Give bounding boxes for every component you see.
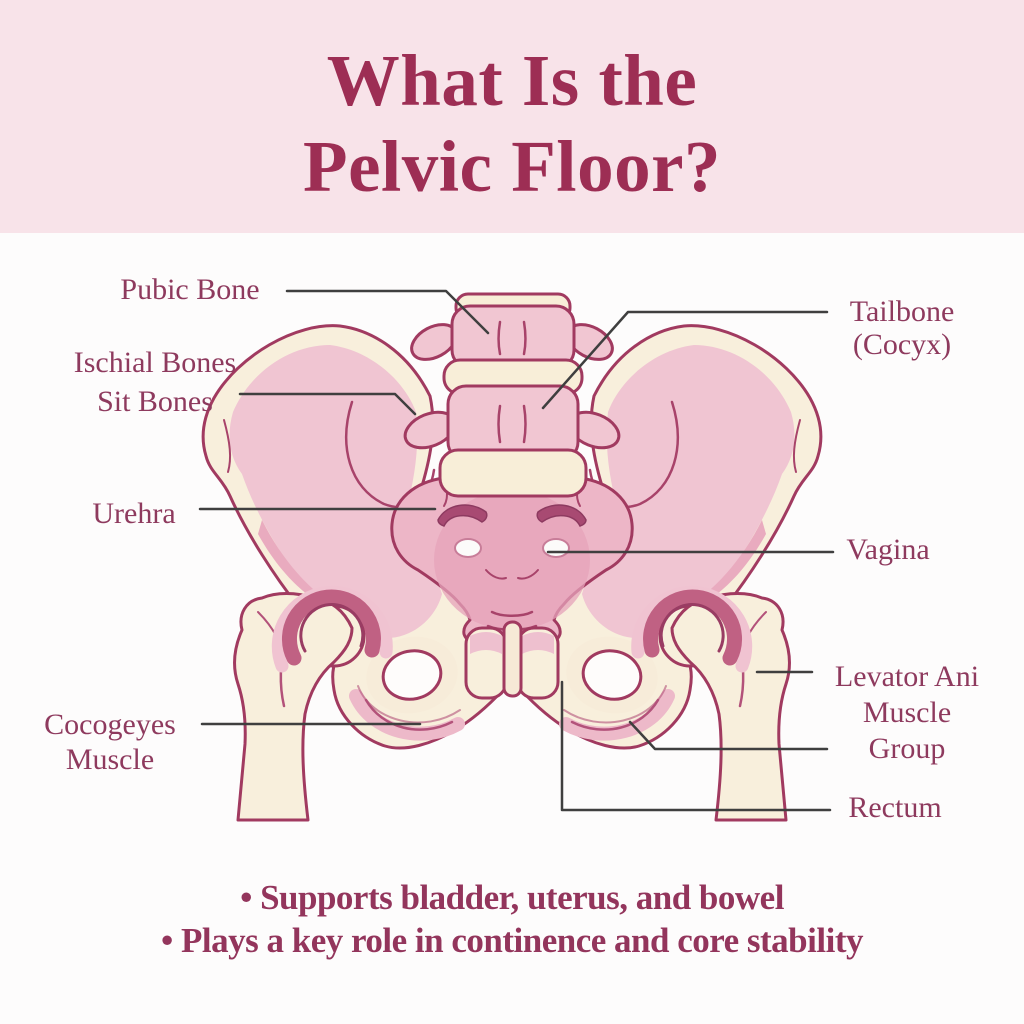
symphysis-cartilage bbox=[502, 620, 523, 698]
label-pubic-bone: Pubic Bone bbox=[120, 273, 260, 306]
header-band: What Is the Pelvic Floor? bbox=[0, 0, 1024, 233]
sacrum-shape bbox=[390, 476, 634, 652]
bullet-item: • Supports bladder, uterus, and bowel bbox=[240, 878, 784, 917]
leader-levator-ani-lower bbox=[628, 720, 829, 751]
label-levator-ani: Levator Ani Muscle Group bbox=[834, 660, 980, 765]
femur-left bbox=[233, 592, 366, 822]
leader-rectum bbox=[560, 680, 832, 812]
hip-socket-left bbox=[271, 585, 393, 673]
label-tailbone-coccyx: Tailbone (Cocyx) bbox=[849, 295, 955, 361]
summary-bullets: • Supports bladder, uterus, and bowel • … bbox=[0, 876, 1024, 962]
leader-sit-bones bbox=[238, 392, 417, 416]
label-rectum: Rectum bbox=[848, 791, 942, 824]
pubic-body-right bbox=[516, 626, 560, 700]
label-vagina: Vagina bbox=[846, 533, 930, 566]
lumbar-spine bbox=[403, 292, 626, 498]
bullet-item: • Plays a key role in continence and cor… bbox=[161, 921, 863, 960]
pubic-body-left bbox=[464, 626, 508, 700]
label-coccygeus-muscle: Cocogeyes Muscle bbox=[44, 708, 176, 776]
label-urethra: Urehra bbox=[92, 497, 176, 530]
leader-tailbone bbox=[541, 310, 829, 410]
label-ischial-bones: Ischial Bones Sit Bones bbox=[73, 346, 237, 418]
page-title-line-2: Pelvic Floor? bbox=[303, 126, 721, 207]
page-title-line-1: What Is the bbox=[326, 40, 698, 121]
leader-pubic-bone bbox=[285, 289, 490, 335]
